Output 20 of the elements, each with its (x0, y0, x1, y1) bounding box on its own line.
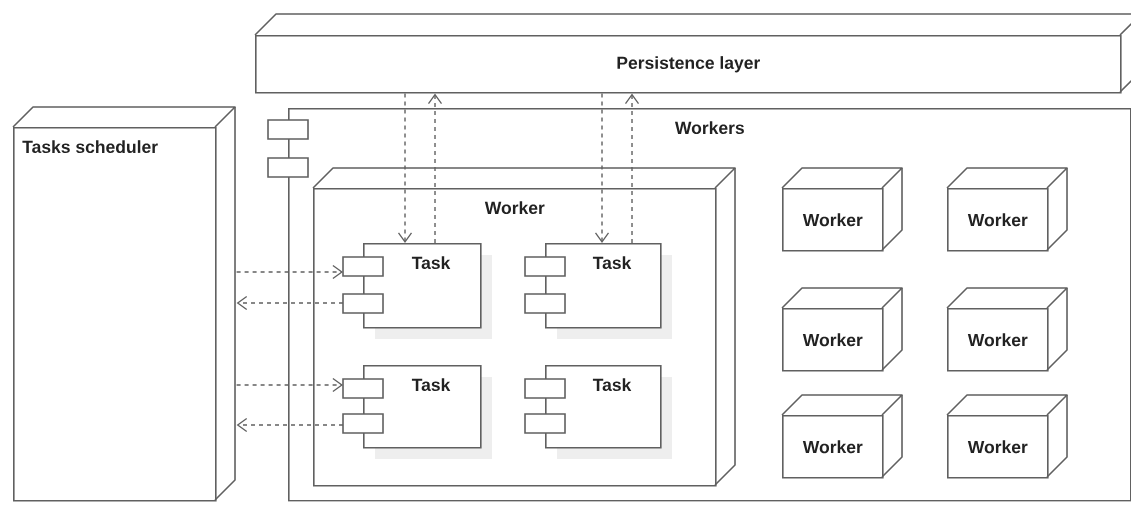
node-box: Worker (946, 167, 1068, 252)
arrow (235, 264, 343, 280)
node-box: Worker (946, 287, 1068, 372)
arrow (427, 93, 443, 244)
node-box: Worker (781, 287, 903, 372)
node-box: Worker (781, 167, 903, 252)
arrow (624, 93, 640, 244)
node-box: Worker (946, 394, 1068, 479)
component-box: Task (342, 243, 492, 339)
component-box: Task (524, 243, 672, 339)
arrow (397, 92, 413, 243)
arrow (236, 417, 344, 433)
arrow (235, 377, 343, 393)
node-box: Worker (781, 394, 903, 479)
arrow (236, 295, 344, 311)
node-box: Persistence layer (254, 13, 1131, 94)
arrow (594, 92, 610, 243)
component-box: Task (342, 365, 492, 459)
node-box: Tasks scheduler (12, 106, 236, 502)
component-box: Task (524, 365, 672, 459)
